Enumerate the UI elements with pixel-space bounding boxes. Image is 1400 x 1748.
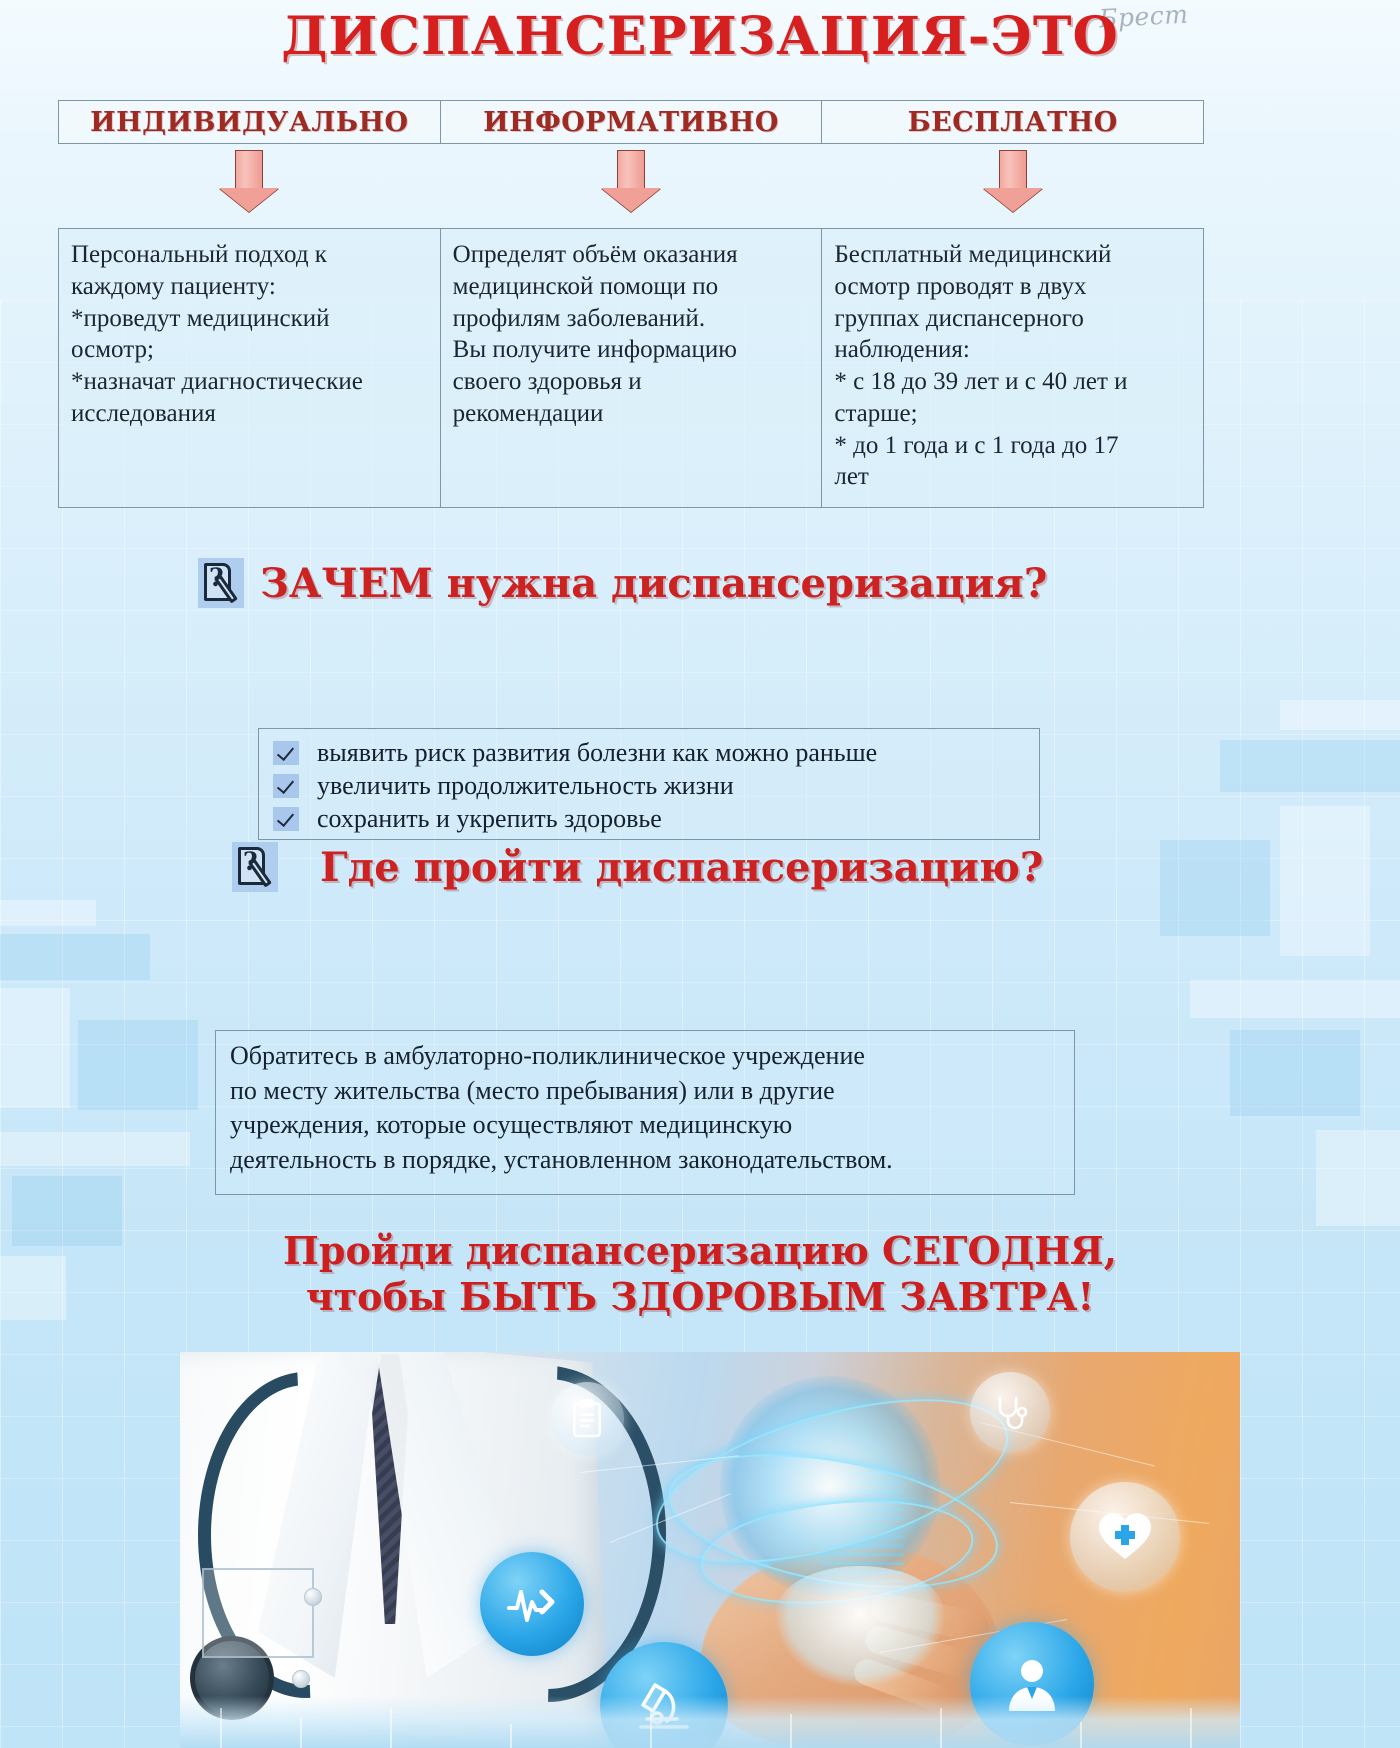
content-box-informative: Определят объём оказания медицинской пом… (441, 229, 823, 507)
where-paragraph-text: Обратитесь в амбулаторно-поликлиническое… (230, 1041, 893, 1174)
content-box-individually-text: Персональный подход к каждому пациенту: … (71, 241, 363, 427)
down-arrow-icon (601, 150, 661, 212)
header-cell-free: БЕСПЛАТНО (907, 106, 1118, 138)
bottom-photo (180, 1352, 1240, 1748)
content-box-free: Бесплатный медицинский осмотр проводят в… (822, 229, 1203, 507)
arrow-slot-3 (822, 150, 1204, 212)
coat-button (292, 1670, 310, 1688)
clipboard-icon (550, 1382, 624, 1456)
where-section-heading: ? Где пройти диспансеризацию? (232, 842, 1043, 892)
checklist-item-label: выявить риск развития болезни как можно … (317, 737, 878, 767)
slogan: Пройди диспансеризацию СЕГОДНЯ, чтобы БЫ… (0, 1228, 1400, 1321)
checklist-item: выявить риск развития болезни как можно … (273, 736, 1039, 769)
checklist-item-label: увеличить продолжительность жизни (317, 770, 734, 800)
heart-cross-icon (1070, 1482, 1180, 1592)
background-left-blocks (0, 900, 240, 1320)
handshake-hologram-icon (720, 1376, 940, 1596)
checkmark-icon (273, 740, 299, 765)
content-boxes-row: Персональный подход к каждому пациенту: … (58, 228, 1204, 508)
page-title: ДИСПАНСЕРИЗАЦИЯ-ЭТО (281, 6, 1119, 67)
checkmark-icon (273, 806, 299, 831)
checklist-item: увеличить продолжительность жизни (273, 769, 1039, 802)
slogan-line-2: чтобы БЫТЬ ЗДОРОВЫМ ЗАВТРА! (305, 1274, 1095, 1320)
coat-pocket (202, 1568, 314, 1658)
why-checklist-box: выявить риск развития болезни как можно … (258, 728, 1040, 840)
question-document-pencil-icon: ? (232, 842, 278, 892)
header-cell-individually: ИНДИВИДУАЛЬНО (59, 101, 441, 143)
why-section-title: ЗАЧЕМ нужна диспансеризация? (260, 559, 1048, 607)
arrow-slot-2 (440, 150, 822, 212)
where-paragraph-box: Обратитесь в амбулаторно-поликлиническое… (215, 1030, 1075, 1195)
content-box-individually: Персональный подход к каждому пациенту: … (59, 229, 441, 507)
photo-bottom-strip (180, 1696, 1240, 1748)
why-section-heading: ? ЗАЧЕМ нужна диспансеризация? (198, 558, 1047, 608)
content-box-free-text: Бесплатный медицинский осмотр проводят в… (834, 241, 1128, 491)
down-arrow-icon (219, 150, 279, 212)
header-row: ИНДИВИДУАЛЬНО ИНФОРМАТИВНО БЕСПЛАТНО (58, 100, 1204, 144)
checklist-item: сохранить и укрепить здоровье (273, 802, 1039, 835)
heart-pulse-icon (480, 1552, 584, 1656)
checklist-item-label: сохранить и укрепить здоровье (317, 803, 662, 833)
coat-button (304, 1588, 322, 1606)
question-document-pencil-icon: ? (198, 558, 244, 608)
content-box-informative-text: Определят объём оказания медицинской пом… (452, 241, 738, 427)
slogan-line-1: Пройди диспансеризацию СЕГОДНЯ, (283, 1228, 1117, 1273)
stethoscope-icon (970, 1372, 1050, 1452)
arrow-slot-1 (58, 150, 440, 212)
hologram-base-glow (776, 1566, 944, 1686)
header-cell-informative: ИНФОРМАТИВНО (441, 101, 823, 143)
background-right-blocks (1140, 700, 1400, 1260)
down-arrow-icon (983, 150, 1043, 212)
arrow-row (58, 150, 1204, 212)
checkmark-icon (273, 773, 299, 798)
where-section-title: Где пройти диспансеризацию? (320, 843, 1044, 891)
